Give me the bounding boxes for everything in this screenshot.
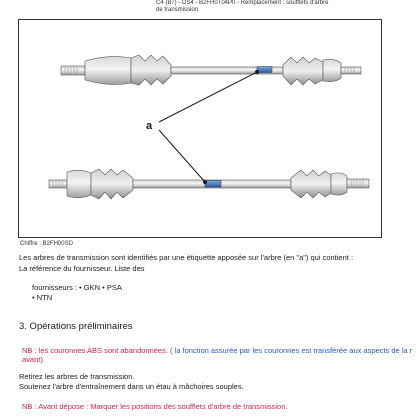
section-title: 3. Opérations préliminaires (19, 321, 133, 332)
upper-shaft-label (256, 66, 273, 73)
upper-right-cv-joint (322, 59, 342, 82)
nb-abs-note-line-2: avant). (22, 355, 45, 364)
leader-line-lower (158, 129, 206, 183)
lower-right-splined-end (346, 178, 370, 189)
drive-shaft-drawing: a (48, 54, 370, 200)
page-header: C4 (B7) - DS4 - B2FH0T04P0 - Remplacemen… (156, 0, 356, 13)
lower-drive-shaft (48, 168, 370, 200)
suppliers-line-2: • NTN (32, 293, 53, 302)
lower-left-boot (90, 168, 134, 200)
upper-drive-shaft (60, 54, 362, 86)
upper-left-splined-end (60, 65, 86, 76)
figure-caption: Chiffre : B2FH00SD (20, 241, 73, 247)
step-remove-shafts: Retirez les arbres de transmission. (19, 372, 135, 381)
nb-abs-note-line-1: NB : les couronnes ABS sont abandonnées.… (22, 346, 412, 356)
lower-left-splined-end (48, 179, 68, 189)
lower-left-splines (52, 180, 63, 188)
intro-line-1: Les arbres de transmission sont identifi… (19, 253, 354, 262)
upper-right-splines (344, 67, 355, 74)
lower-shaft-label (204, 180, 222, 188)
upper-left-boot (130, 54, 172, 86)
header-line-1: C4 (B7) - DS4 - B2FH0T04P0 - Remplacemen… (156, 0, 329, 6)
leader-line-upper (158, 71, 258, 123)
leader-dot-lower (202, 179, 208, 185)
callout-label-a: a (146, 120, 153, 132)
callout-leader-lines (158, 69, 260, 185)
nb-boot-positions: NB : Avant dépose : Marquer les position… (22, 402, 288, 411)
lower-right-splines (350, 179, 364, 188)
lower-right-boot (290, 169, 332, 199)
lower-right-cv-joint (330, 172, 348, 196)
nb-abs-note-red: NB : les couronnes ABS sont abandonnées.… (22, 346, 173, 355)
nb-abs-note-blue: la fonction assurée par les couronnes es… (172, 346, 413, 355)
suppliers-line-1: fournisseurs : • GKN • PSA (32, 283, 122, 292)
intro-line-2: La référence du fournisseur. Liste des (19, 264, 145, 273)
step-support-shaft: Soutenez l'arbre d'entraînement dans un … (19, 382, 244, 391)
leader-dot-upper (254, 69, 260, 75)
header-line-2: de transmission (156, 6, 199, 13)
drive-shaft-figure: a (18, 19, 382, 238)
upper-left-cv-joint (84, 56, 132, 85)
upper-left-splines (64, 66, 78, 75)
upper-right-boot (282, 56, 324, 86)
lower-left-cv-joint (66, 169, 92, 199)
